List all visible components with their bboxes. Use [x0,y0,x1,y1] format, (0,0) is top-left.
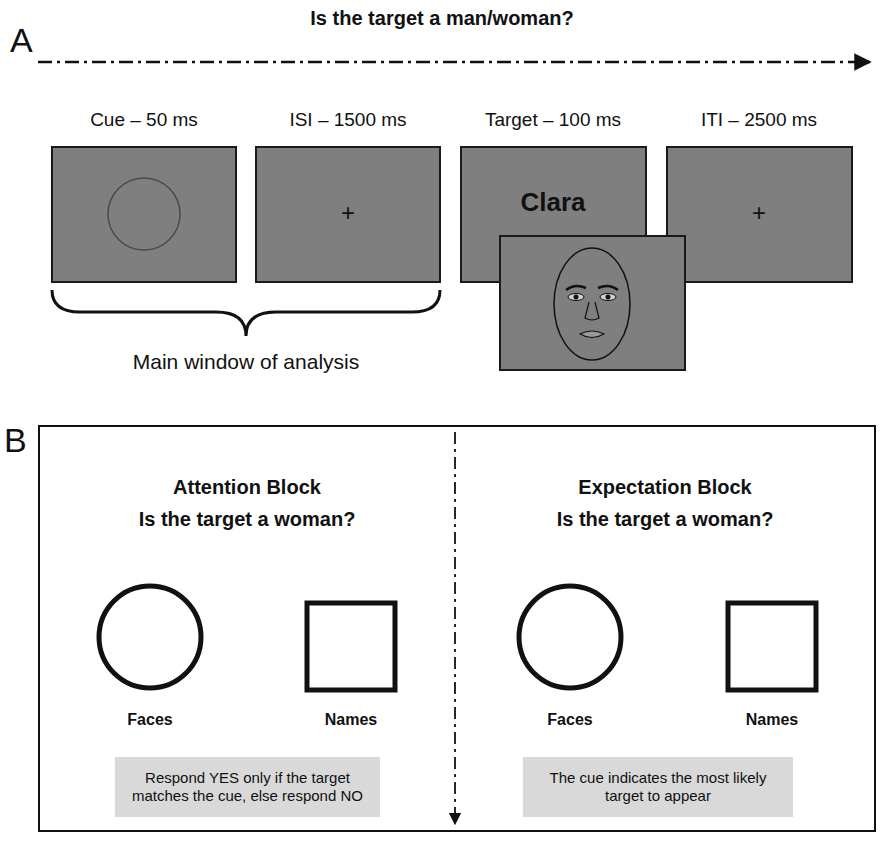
square-cue-symbol [307,603,395,690]
screen-label: ISI – 1500 ms [289,109,406,132]
screen-label: Target – 100 ms [485,109,621,132]
heading-text: Names [746,710,798,729]
bracket-label: Main window of analysis [133,349,359,374]
screen [256,147,440,282]
text-slot: Faces [127,710,172,729]
screen-label: ITI – 2500 ms [701,109,817,132]
screen [667,147,852,282]
text-slot: Is the target a woman? [139,507,356,531]
text-slot: Is the target a woman? [557,507,774,531]
brace [52,290,440,336]
heading-text: Expectation Block [578,475,751,499]
text-slot: Clara [520,187,585,218]
panel-letter: B [4,420,27,461]
text-slot: Expectation Block [578,475,751,499]
label-slot: B [4,420,27,461]
instruction-text: The cue indicates the most likely target… [533,769,783,805]
instruction-box: The cue indicates the most likely target… [523,757,793,817]
square-cue-symbol [728,603,816,690]
text-slot: Cue – 50 ms [90,109,198,132]
text-slot: ITI – 2500 ms [701,109,817,132]
screen-label: + [752,199,766,228]
panel-letter: A [10,20,33,61]
instruction-text: Respond YES only if the target matches t… [125,769,370,805]
label-slot: Main window of analysis [133,349,359,374]
text-slot: Attention Block [173,475,321,499]
text-slot: Names [746,710,798,729]
text-slot: + [341,199,355,228]
heading-text: Faces [547,710,592,729]
cue-circle [108,178,180,250]
text-slot: Target – 100 ms [485,109,621,132]
screen-frame: Cue – 50 ms [52,147,236,282]
heading-text: Attention Block [173,475,321,499]
text-slot: Faces [547,710,592,729]
screen-label: + [341,199,355,228]
circle-cue-symbol [519,586,621,688]
circle-cue-symbol [99,586,201,688]
screen-frame: Target – 100 msClara [461,147,646,282]
heading-text: Names [325,710,377,729]
text-slot: Names [325,710,377,729]
heading-text: Is the target a woman? [139,507,356,531]
label-slot: A [10,20,33,61]
title-slot: Is the target a man/woman? [310,6,573,30]
text-slot: The cue indicates the most likely target… [523,769,793,805]
screen-frame: ISI – 1500 ms+ [256,147,440,282]
text-slot: ISI – 1500 ms [289,109,406,132]
instruction-box: Respond YES only if the target matches t… [115,757,380,817]
timeline-arrow [38,61,870,64]
screen [52,147,236,282]
screen-label: Cue – 50 ms [90,109,198,132]
heading-text: Faces [127,710,172,729]
text-slot: Respond YES only if the target matches t… [115,769,380,805]
heading-text: Clara [520,187,585,218]
panel-frame: Respond YES only if the target matches t… [38,425,876,832]
divider-arrow [454,432,456,824]
text-slot: + [752,199,766,228]
face-screen [500,236,685,370]
heading-text: Is the target a woman? [557,507,774,531]
figure-title: Is the target a man/woman? [310,6,573,30]
screen-frame: ITI – 2500 ms+ [667,147,852,282]
